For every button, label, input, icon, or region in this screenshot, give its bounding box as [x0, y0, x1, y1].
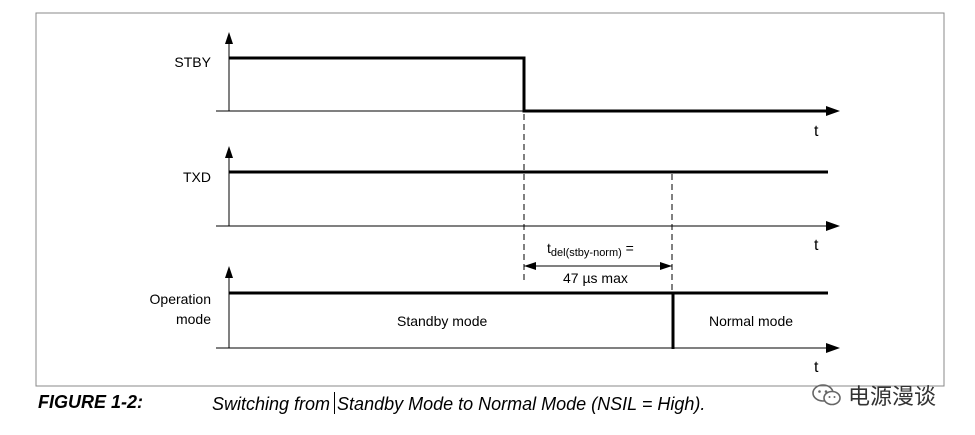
tdel-label: tdel(stby-norm) =	[547, 240, 634, 259]
text-cursor	[334, 392, 336, 414]
watermark-text: 电源漫谈	[848, 385, 937, 410]
caption-part2: Standby Mode to Normal Mode (NSIL = High…	[337, 394, 706, 414]
opmode-label-line1: Operation	[150, 291, 211, 307]
diagram-frame	[35, 12, 945, 387]
txd-panel: t TXD	[183, 146, 840, 254]
normal-mode-text: Normal mode	[709, 313, 793, 329]
standby-mode-text: Standby mode	[397, 313, 487, 329]
opmode-label-line2: mode	[176, 311, 211, 327]
tdel-annotation: tdel(stby-norm) = 47 µs max	[524, 240, 672, 286]
opmode-time-label: t	[814, 359, 819, 376]
txd-label: TXD	[183, 169, 211, 185]
opmode-panel: t Operation mode Standby mode Normal mod…	[150, 266, 840, 376]
stby-label: STBY	[174, 54, 211, 70]
opmode-time-axis-arrow	[826, 343, 840, 353]
caption-part1: Switching from	[212, 394, 331, 414]
stby-waveform	[229, 56, 826, 113]
stby-time-label: t	[814, 123, 819, 140]
txd-time-label: t	[814, 237, 819, 254]
stby-time-axis-arrow	[826, 106, 840, 116]
watermark: 电源漫谈	[812, 379, 936, 411]
stby-y-axis-arrow	[225, 32, 233, 44]
tdel-arrow-left	[524, 262, 536, 270]
stby-panel: t STBY	[174, 32, 840, 140]
figure-caption: Switching from Standby Mode to Normal Mod…	[212, 392, 705, 415]
opmode-y-axis-arrow	[225, 266, 233, 278]
txd-time-axis-arrow	[826, 221, 840, 231]
tdel-arrow-right	[660, 262, 672, 270]
txd-y-axis-arrow	[225, 146, 233, 158]
wechat-icon	[812, 384, 841, 406]
tdel-value: 47 µs max	[563, 270, 628, 286]
figure-number: FIGURE 1-2:	[38, 392, 144, 412]
